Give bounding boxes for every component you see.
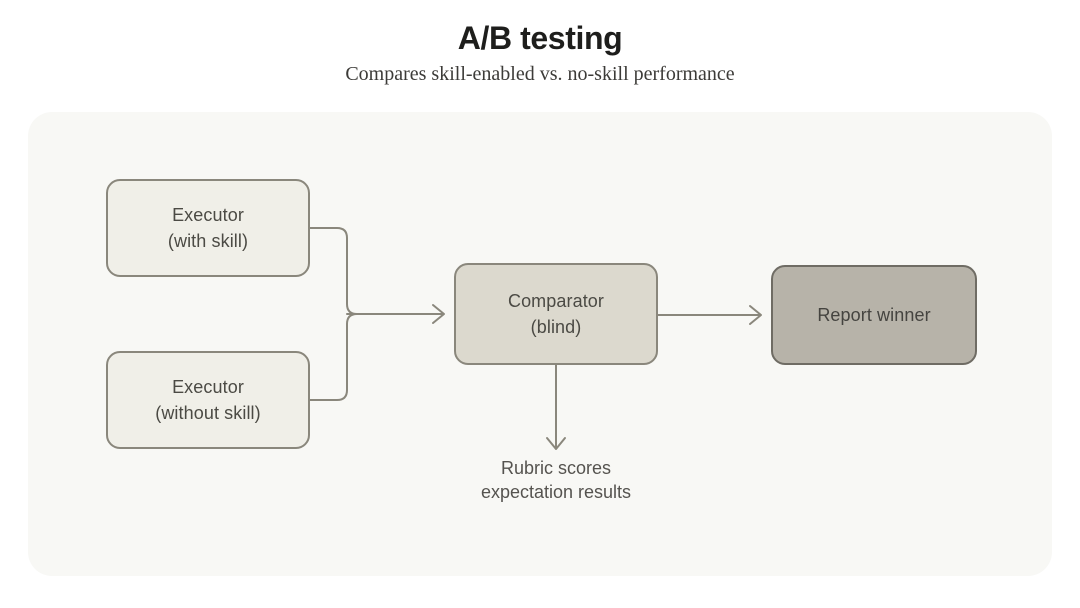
node-label-line: Comparator [507, 291, 605, 311]
page-title: A/B testing [457, 20, 623, 56]
node-executor-with-skill: Executor (with skill) [106, 179, 310, 277]
connector-executor-without-to-merge [309, 313, 358, 401]
connector-executor-with-to-merge [309, 227, 358, 315]
node-label-line: (blind) [530, 317, 582, 337]
rubric-caption: Rubric scores expectation results [481, 456, 631, 504]
arrowhead-into-comparator [432, 304, 445, 324]
connector-lines [309, 227, 762, 450]
diagram-canvas: Executor (with skill) Executor (without … [28, 112, 1052, 576]
page-subtitle: Compares skill-enabled vs. no-skill perf… [345, 63, 735, 85]
diagram-header: A/B testing Compares skill-enabled vs. n… [0, 0, 1080, 86]
node-label-line: Executor [172, 377, 244, 397]
rubric-caption-line: expectation results [480, 482, 632, 502]
node-comparator-blind: Comparator (blind) [454, 263, 658, 365]
rubric-caption-line: Rubric scores [500, 458, 612, 478]
node-report-winner: Report winner [771, 265, 977, 365]
arrowhead-into-rubric [546, 437, 566, 450]
node-label-line: Executor [172, 205, 244, 225]
node-label-line: Report winner [817, 305, 931, 325]
node-label-line: (without skill) [155, 403, 261, 423]
node-label-line: (with skill) [167, 231, 249, 251]
arrowhead-into-report [749, 305, 762, 325]
node-executor-without-skill: Executor (without skill) [106, 351, 310, 449]
